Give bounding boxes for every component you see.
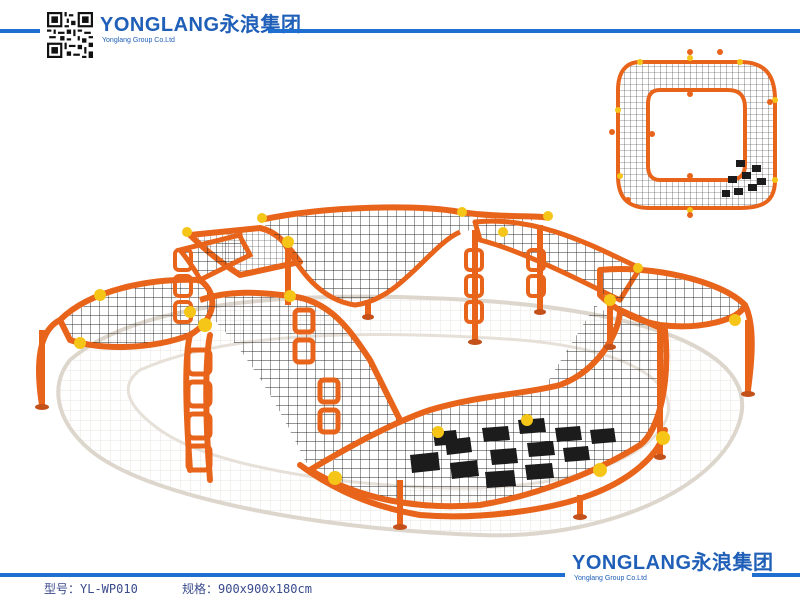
brand-logo-top: YONGLANG永浪集团 Yonglang Group Co.Ltd — [100, 14, 302, 46]
brand-subtitle: Yonglang Group Co.Ltd — [102, 37, 175, 44]
front-left-net — [199, 289, 403, 470]
accent-bar — [0, 573, 565, 577]
top-view-inset — [609, 49, 778, 218]
accent-bar — [268, 29, 800, 33]
qr-code-icon — [47, 12, 93, 58]
brand-name: YONGLANG永浪集团 — [100, 14, 302, 36]
accent-bar — [752, 573, 800, 577]
post-feet — [35, 309, 755, 530]
brand-subtitle: Yonglang Group Co.Ltd — [574, 575, 647, 582]
brand-name: YONGLANG永浪集团 — [572, 552, 774, 574]
ladder-center — [292, 307, 341, 435]
support-posts — [39, 225, 751, 525]
back-net-wall — [259, 204, 550, 308]
ladder-left — [185, 347, 213, 473]
brand-logo-bottom: YONGLANG永浪集团 Yonglang Group Co.Ltd — [572, 552, 774, 584]
accent-bar — [0, 29, 40, 33]
dimensions-spec: 规格：900x900x180cm — [182, 582, 312, 596]
model-number: 型号：YL-WP010 — [44, 582, 138, 596]
connectors — [74, 207, 741, 485]
